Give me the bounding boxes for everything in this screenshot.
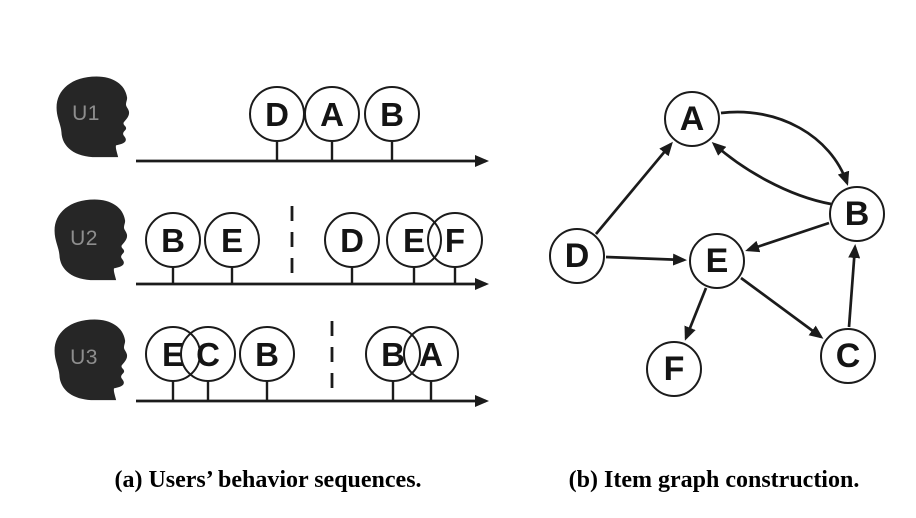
graph-node-D: D	[549, 228, 605, 284]
edge-E-C	[740, 276, 824, 339]
item-circle: B	[145, 212, 201, 268]
graph-node-E: E	[689, 233, 745, 289]
user-label-u3: U3	[70, 346, 98, 369]
item-circle: A	[304, 86, 360, 142]
item-circle: A	[403, 326, 459, 382]
graph-node-A: A	[664, 91, 720, 147]
edge-D-E	[605, 253, 687, 266]
user-label-u2: U2	[70, 227, 98, 250]
item-circle: F	[427, 212, 483, 268]
edge-A-B	[720, 110, 850, 186]
item-circle: D	[249, 86, 305, 142]
item-stems-u1	[275, 142, 394, 161]
graph-node-F: F	[646, 341, 702, 397]
edge-C-B	[847, 244, 861, 328]
item-circle: D	[324, 212, 380, 268]
edge-B-A	[711, 141, 832, 206]
item-circle: B	[364, 86, 420, 142]
edge-D-A	[594, 141, 673, 235]
edge-B-E	[745, 221, 830, 253]
graph-node-C: C	[820, 328, 876, 384]
edge-E-F	[684, 287, 708, 341]
item-circle: E	[204, 212, 260, 268]
item-circle: C	[180, 326, 236, 382]
user-label-u1: U1	[72, 102, 100, 125]
item-circle: B	[239, 326, 295, 382]
graph-node-B: B	[829, 186, 885, 242]
item-stems-u3	[171, 380, 433, 401]
caption-panel-a: (a) Users’ behavior sequences.	[114, 467, 422, 493]
caption-panel-b: (b) Item graph construction.	[568, 467, 860, 493]
item-stems-u2	[171, 267, 457, 284]
